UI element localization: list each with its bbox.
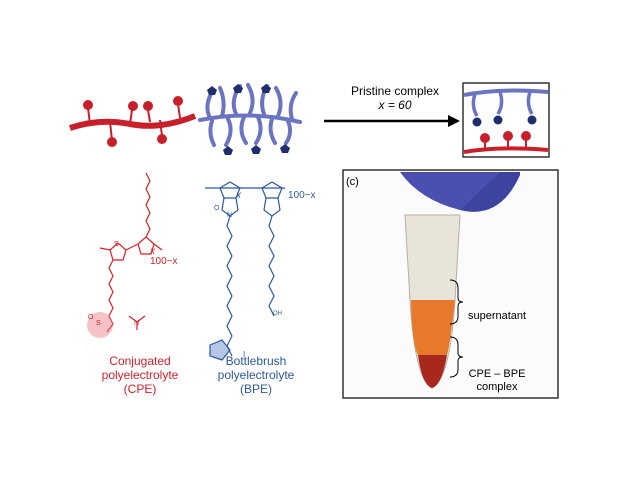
cpe-repeat-rest: 100−x: [150, 256, 178, 267]
bpe-repeat-rest: 100−x: [288, 190, 316, 201]
complex-label-line: CPE – BPE: [468, 368, 526, 380]
arrow-label-line2: x = 60: [378, 98, 412, 112]
bpe-hydroxyl: OH: [273, 311, 282, 317]
cpe-sulfur: S: [114, 241, 119, 248]
bpe-brush-cartoon: [198, 83, 302, 155]
arrow-label-line1: Pristine complex: [350, 84, 440, 98]
bpe-label-line: (BPE): [239, 382, 272, 396]
bpe-label-line: Bottlebrush: [225, 354, 287, 368]
cpe-label-line: (CPE): [123, 382, 157, 396]
cpe-sulfonate: S: [96, 320, 101, 327]
bpe-iodide: I: [243, 350, 246, 359]
supernatant-label: supernatant: [468, 310, 527, 322]
complex-label: CPE – BPE complex: [462, 368, 532, 394]
cpe-chain-cartoon: [69, 96, 197, 147]
cpe-oxygen: O: [88, 314, 94, 321]
bpe-nitrogen: N: [227, 212, 233, 219]
bpe-oxygen: O: [214, 205, 220, 212]
bpe-repeat-x: x: [236, 190, 241, 201]
cpe-structure: [87, 172, 163, 338]
cpe-label-line: polyelectrolyte: [101, 368, 179, 382]
arrow-label: Pristine complex x = 60: [340, 84, 450, 112]
panel-label-c: (c): [346, 176, 359, 188]
cpe-ammonium-n: N: [134, 320, 140, 327]
bpe-label-line: polyelectrolyte: [217, 368, 295, 382]
complex-inset: [462, 82, 550, 158]
cpe-label-line: Conjugated: [109, 354, 171, 368]
bpe-structure: [205, 181, 285, 361]
cpe-repeat-x: x: [150, 246, 155, 257]
reaction-arrow: [324, 115, 460, 127]
cpe-label: Conjugated polyelectrolyte (CPE): [80, 354, 200, 396]
complex-label-line: complex: [476, 381, 518, 393]
tube-photo: [342, 169, 559, 399]
bpe-label: Bottlebrush polyelectrolyte (BPE): [196, 354, 316, 396]
